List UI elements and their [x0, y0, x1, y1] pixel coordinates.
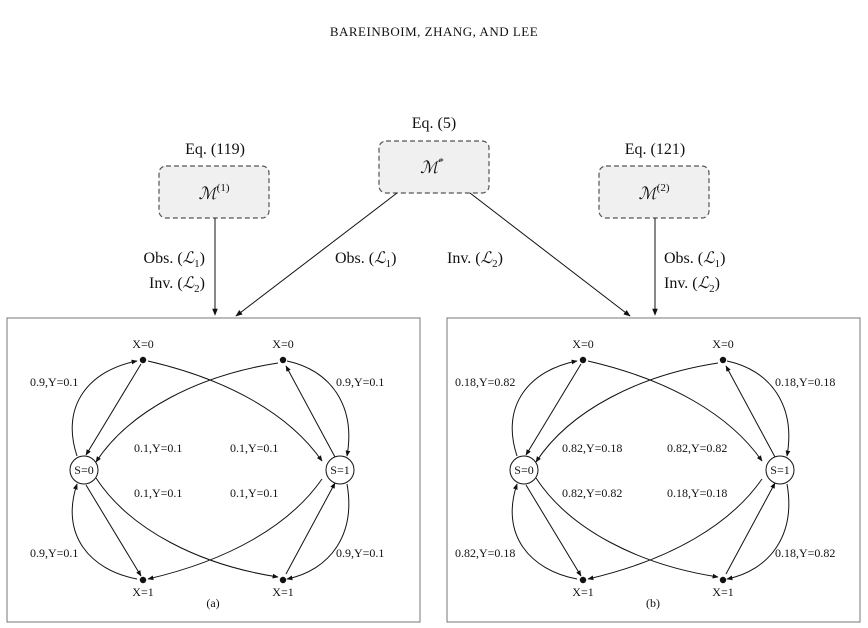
- node-b-x0-left: [579, 356, 587, 364]
- annotation-center-inv: Inv. (ℒ2): [447, 250, 503, 270]
- node-a-s0-label: S=0: [74, 463, 93, 477]
- annotation-center-obs: Obs. (ℒ1): [335, 250, 396, 270]
- edge-a-s0-x0-outer: [71, 359, 138, 457]
- label-a-mid-up-right: 0.1,Y=0.1: [230, 441, 278, 455]
- model-center-symbol: ℳ*: [420, 156, 444, 177]
- annotation-center: Obs. (ℒ1) Inv. (ℒ2): [335, 250, 503, 270]
- model-center-box: [378, 140, 490, 194]
- node-b-s1: [765, 455, 795, 485]
- label-b-bot-left: 0.82,Y=0.18: [455, 546, 515, 560]
- annotation-right-obs: Obs. (ℒ1): [664, 250, 725, 270]
- edge-a-x1r-s1-inner: [285, 482, 336, 575]
- edge-b-x0r-s0-cross: [535, 362, 719, 463]
- annotation-right: Obs. (ℒ1) Inv. (ℒ2): [664, 250, 725, 295]
- edge-b-x1-s0-outer: [511, 483, 578, 580]
- label-b-mid-up-left: 0.82,Y=0.18: [562, 441, 622, 455]
- node-a-x1-left-label: X=1: [132, 585, 153, 599]
- edge-a-s1-x1-cross: [147, 478, 323, 581]
- annotation-left-obs: Obs. (ℒ1): [144, 250, 205, 270]
- label-b-mid-up-right: 0.82,Y=0.82: [667, 441, 727, 455]
- panel-a-caption: (a): [206, 596, 219, 610]
- node-b-x1-left: [579, 576, 587, 584]
- edge-a-x0-s0-inner: [85, 363, 142, 456]
- edge-b-s1-x0r-inner: [725, 365, 776, 458]
- node-a-x1-left: [139, 576, 147, 584]
- edge-a-s1-x0r-inner: [285, 365, 336, 458]
- label-a-top-right: 0.9,Y=0.1: [336, 375, 384, 389]
- edge-a-s0-x1-inner: [85, 484, 142, 577]
- label-a-mid-low-left: 0.1,Y=0.1: [134, 486, 182, 500]
- edge-b-x0r-s1-outer: [726, 360, 791, 457]
- label-b-bot-right: 0.18,Y=0.82: [775, 546, 835, 560]
- panel-b-frame: [446, 317, 861, 623]
- arrow-center-model-to-panel-a: [235, 192, 398, 317]
- node-b-x0-right: [719, 356, 727, 364]
- node-b-x0-right-label: X=0: [712, 337, 733, 351]
- arrow-center-model-to-panel-b: [469, 192, 631, 317]
- label-b-mid-low-right: 0.18,Y=0.18: [667, 486, 727, 500]
- panel-b-caption: (b): [646, 596, 660, 610]
- edge-b-x0-s0-inner: [525, 363, 582, 456]
- label-a-bot-right: 0.9,Y=0.1: [336, 546, 384, 560]
- edge-a-x1-s0-outer: [71, 483, 138, 580]
- model-right-equation: Eq. (121): [625, 141, 685, 158]
- node-b-x0-left-label: X=0: [572, 337, 593, 351]
- annotation-left: Obs. (ℒ1) Inv. (ℒ2): [144, 250, 205, 295]
- model-left-symbol: ℳ(1): [198, 182, 229, 203]
- panel-b: X=0 X=0 X=1 X=1 S=0 S=1 0.18,Y=0.82 0.18…: [446, 317, 861, 623]
- node-b-x1-right: [719, 576, 727, 584]
- label-b-top-left: 0.18,Y=0.82: [455, 375, 515, 389]
- edge-a-x0r-s0-cross: [95, 362, 279, 463]
- node-a-x0-left-label: X=0: [132, 337, 153, 351]
- node-b-s0-label: S=0: [514, 463, 533, 477]
- panel-a-frame: [6, 317, 421, 623]
- node-a-x0-right: [279, 356, 287, 364]
- node-b-x1-left-label: X=1: [572, 585, 593, 599]
- label-a-mid-up-left: 0.1,Y=0.1: [134, 441, 182, 455]
- model-left-box: [158, 165, 270, 219]
- model-left-equation: Eq. (119): [185, 141, 245, 158]
- node-a-s0: [69, 455, 99, 485]
- node-a-x1-right: [279, 576, 287, 584]
- edge-b-s1-x1-cross: [587, 478, 763, 581]
- label-b-top-right: 0.18,Y=0.18: [775, 375, 835, 389]
- node-b-s1-label: S=1: [770, 463, 789, 477]
- model-right: Eq. (121) ℳ(2): [598, 141, 710, 219]
- label-a-bot-left: 0.9,Y=0.1: [30, 546, 78, 560]
- edge-a-s0-x1r-cross: [95, 477, 279, 579]
- label-b-mid-low-left: 0.82,Y=0.82: [562, 486, 622, 500]
- model-right-symbol: ℳ(2): [638, 182, 669, 203]
- model-right-box: [598, 165, 710, 219]
- node-b-x1-right-label: X=1: [712, 585, 733, 599]
- label-a-top-left: 0.9,Y=0.1: [30, 375, 78, 389]
- model-center: Eq. (5) ℳ*: [378, 115, 490, 194]
- edge-a-s1-x1r-outer: [286, 483, 350, 581]
- edge-a-x0-s1-cross: [147, 360, 323, 462]
- annotation-right-inv: Inv. (ℒ2): [664, 275, 720, 295]
- panel-a: X=0 X=0 X=1 X=1 S=0 S=1 0.9,Y=0.1 0.9,Y=…: [6, 317, 421, 623]
- panel-b-edges: [511, 359, 791, 581]
- edge-b-s1-x1r-outer: [726, 483, 790, 581]
- edge-b-s0-x1r-cross: [535, 477, 719, 579]
- node-a-x0-left: [139, 356, 147, 364]
- edge-b-x1r-s1-inner: [725, 482, 776, 575]
- panel-a-edges: [71, 359, 351, 581]
- node-a-x0-right-label: X=0: [272, 337, 293, 351]
- node-a-s1-label: S=1: [330, 463, 349, 477]
- edge-b-x0-s1-cross: [587, 360, 763, 462]
- node-a-x1-right-label: X=1: [272, 585, 293, 599]
- running-header: BAREINBOIM, ZHANG, AND LEE: [330, 24, 538, 39]
- model-left: Eq. (119) ℳ(1): [158, 141, 270, 219]
- annotation-left-inv: Inv. (ℒ2): [149, 275, 205, 295]
- model-center-equation: Eq. (5): [412, 115, 456, 132]
- edge-a-x0r-s1-outer: [286, 360, 351, 457]
- edge-b-s0-x1-inner: [525, 484, 582, 577]
- edge-b-s0-x0-outer: [511, 359, 578, 457]
- node-b-s0: [509, 455, 539, 485]
- label-a-mid-low-right: 0.1,Y=0.1: [230, 486, 278, 500]
- node-a-s1: [325, 455, 355, 485]
